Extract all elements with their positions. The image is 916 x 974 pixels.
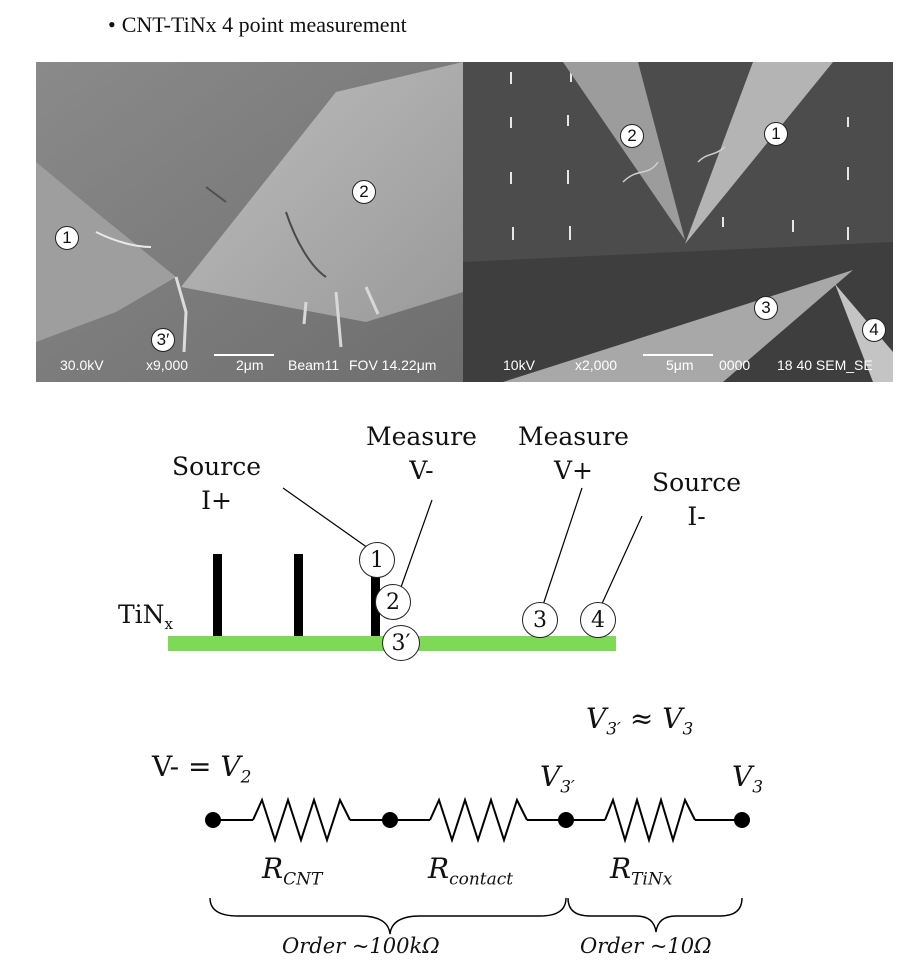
fov: FOV 14.22μm [349, 357, 437, 373]
leader-source-minus [599, 515, 643, 609]
scale-bar [214, 354, 274, 356]
brace-left [209, 897, 567, 935]
schematic-probe-1: 1 [359, 542, 395, 578]
label-r-tinx: RTiNx [610, 852, 673, 890]
label-v3prime: V3′ [540, 760, 575, 798]
detector-tag: 18 40 SEM_SE [777, 357, 873, 373]
probe-label-1: 1 [55, 226, 79, 250]
probe-label-2: 2 [352, 180, 376, 204]
label-r-contact: Rcontact [428, 852, 514, 890]
kv: 30.0kV [60, 357, 104, 373]
schematic-probe-2: 2 [375, 584, 411, 620]
bullet: • [108, 12, 116, 37]
slide-title: •CNT-TiNx 4 point measurement [108, 12, 407, 38]
node-v2 [205, 812, 221, 828]
magnification: x2,000 [575, 357, 618, 373]
label-r-cnt: RCNT [262, 852, 323, 890]
label-tinx: TiNx [118, 600, 174, 633]
cnt-pillar-2 [294, 554, 303, 636]
brace-right [567, 897, 743, 933]
magnification: x9,000 [146, 357, 189, 373]
probe-tip-1 [685, 62, 833, 244]
leader-measure-minus [399, 499, 433, 591]
probe-tip-2 [563, 62, 685, 240]
node-v3 [734, 812, 750, 828]
kv: 10kV [503, 357, 535, 373]
leader-source-plus [282, 487, 369, 549]
sem-info-bar-left: 30.0kV x9,000 2μm Beam11 FOV 14.22μm [36, 354, 463, 382]
probe-label-3: 3 [754, 296, 778, 320]
sem-image-right: 2 1 3 4 10kV x2,000 5μm 0000 18 40 SEM_S… [463, 62, 893, 382]
approx-equation: V3′ ≈ V3 [586, 702, 694, 740]
probe-tip-1 [36, 162, 176, 342]
code: 0000 [719, 357, 751, 373]
scale-text: 5μm [666, 357, 694, 373]
cnt-pillar-1 [213, 554, 222, 636]
label-vminus-v2: V- = V2 [152, 750, 252, 788]
leader-measure-plus [541, 487, 583, 609]
probe-tip-2 [181, 62, 463, 322]
label-order-right: Order ~10Ω [580, 934, 712, 958]
probe-label-2: 2 [620, 124, 644, 148]
beam: Beam11 [288, 357, 340, 373]
schematic-probe-4: 4 [580, 602, 616, 638]
schematic-probe-3: 3 [522, 602, 558, 638]
label-v3: V3 [732, 760, 764, 798]
title-text: CNT-TiNx 4 point measurement [121, 12, 407, 37]
probe-label-4: 4 [862, 318, 886, 342]
node-v3prime [558, 812, 574, 828]
circuit-wire [213, 796, 742, 844]
probe-label-1: 1 [764, 122, 788, 146]
label-order-left: Order ~100kΩ [282, 934, 440, 958]
scale-text: 2μm [236, 357, 264, 373]
probe-label-3prime: 3′ [151, 328, 175, 352]
schematic-probe-3prime: 3′ [382, 625, 420, 661]
sem-info-bar-right: 10kV x2,000 5μm 0000 18 40 SEM_SE [463, 354, 893, 382]
sem-image-left: 1 2 3′ 30.0kV x9,000 2μm Beam11 FOV 14.2… [36, 62, 463, 382]
node-mid [382, 812, 398, 828]
scale-bar [643, 354, 713, 356]
